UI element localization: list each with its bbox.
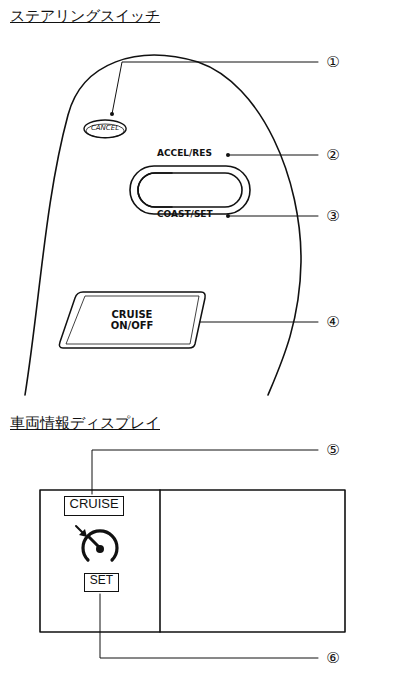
callout-number: ④: [326, 314, 339, 331]
switch-label: ACCEL/RES: [157, 149, 212, 159]
section-heading: ステアリングスイッチ: [10, 8, 160, 25]
switch-label: COAST/SET: [157, 210, 213, 220]
callout-number: ⑤: [326, 442, 339, 459]
cruise-button: CRUISE ON/OFF: [57, 290, 207, 350]
leader-line: [228, 155, 318, 156]
button-text: SET: [87, 574, 115, 587]
leader-line: [92, 450, 318, 494]
button-outline: [86, 124, 124, 138]
section-heading: 車両情報ディスプレイ: [10, 415, 160, 432]
speed-icon: [83, 531, 117, 560]
button-text: CRUISE: [67, 497, 121, 511]
callout-number: ③: [326, 208, 339, 225]
button-outline: [59, 292, 205, 348]
callout-number: ①: [326, 54, 339, 71]
speed-hub: [96, 545, 104, 553]
speed-arrow: [76, 526, 83, 533]
rocker-switch: [130, 166, 250, 214]
speed-arrowhead: [79, 529, 87, 537]
button-outline: [66, 296, 199, 344]
rocker-slot: [138, 173, 242, 207]
cancel-button: CANCEL: [83, 119, 127, 139]
indicator-box: SET: [84, 573, 118, 592]
leader-line: [228, 216, 318, 217]
rocker-knob: [138, 173, 172, 207]
indicator-box: CRUISE: [64, 496, 124, 516]
button-text: CRUISE ON/OFF: [106, 309, 158, 331]
leader-dot: [110, 112, 114, 116]
display-divider: [159, 490, 161, 632]
button-outline: [84, 120, 126, 138]
leader-line: [112, 62, 318, 114]
switch-body: [25, 55, 301, 395]
callout-number: ②: [326, 147, 339, 164]
leader-dot: [226, 214, 230, 218]
leader-line: [100, 594, 318, 658]
callout-number: ⑥: [326, 650, 339, 667]
display-panel: [40, 490, 345, 632]
button-text: CANCEL: [91, 125, 119, 133]
leader-dot: [226, 153, 230, 157]
